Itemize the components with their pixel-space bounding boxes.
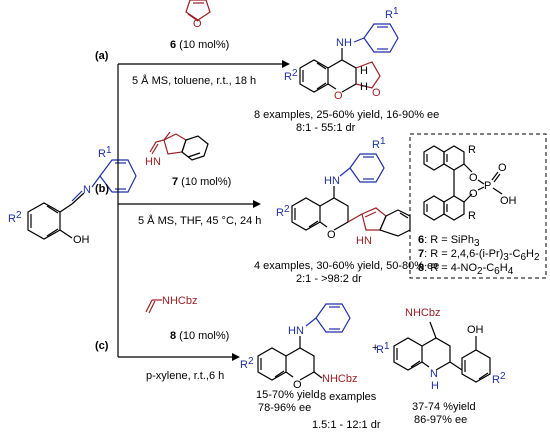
route-c-r2-2: R2 <box>492 371 506 386</box>
enecarbamate-reagent: NHCbz <box>145 295 197 314</box>
vinylindole-reagent: HN <box>145 131 209 168</box>
dihydrofuran-o: O <box>193 18 202 30</box>
route-c-ring-n: N <box>430 368 438 380</box>
route-c-ring-o: O <box>293 379 302 391</box>
route-b-indole-hn: HN <box>356 235 372 247</box>
route-c-nhcbz-2: NHCbz <box>405 307 440 319</box>
route-a-product: O O NH R1 H H R2 <box>284 6 399 102</box>
route-b-tag: (b) <box>95 183 109 195</box>
route-c-r2-1: R2 <box>240 356 254 371</box>
dihydrofuran-reagent: O <box>185 0 211 30</box>
route-b-r2: R2 <box>276 204 290 219</box>
route-b-conditions: 5 Å MS, THF, 45 °C, 24 h <box>138 214 261 227</box>
route-c-ring-h: H <box>431 380 439 392</box>
catalyst-legend-6: 6: R = SiPh3 <box>418 234 480 249</box>
catalyst-p: P <box>484 180 491 192</box>
route-b-r1: R1 <box>372 136 386 151</box>
route-a-furan-o: O <box>372 87 381 99</box>
vinylindole-hn: HN <box>145 156 161 168</box>
route-a-reagent: 6 (10 mol%) <box>170 39 229 51</box>
route-c-product-1: O HN NHCbz R2 <box>240 303 357 391</box>
route-a-result-line1: 8 examples, 25-60% yield, 16-90% ee <box>254 109 439 121</box>
route-a-h2: H <box>360 81 368 93</box>
route-c-tag: (c) <box>95 340 109 352</box>
route-c-ee-2: 86-97% ee <box>414 414 467 426</box>
route-b-result-line2: 2:1 - >98:2 dr <box>296 273 362 285</box>
catalyst-o-double: O <box>498 162 507 174</box>
r2-label: R2 <box>8 210 22 225</box>
route-a-r2: R2 <box>284 68 298 83</box>
route-a-r1: R1 <box>385 6 399 21</box>
route-c-r1-2: R1 <box>376 341 390 356</box>
route-b-product: O HN R1 R2 HN <box>276 136 411 247</box>
imine-n-label: N <box>83 184 91 196</box>
catalyst-structure: R R O O P O OH <box>423 144 517 222</box>
route-c-yield-1: 15-70% yield <box>256 389 320 401</box>
route-a-ring-o: O <box>334 90 343 102</box>
route-c-yield-2: 37-74 %yield <box>412 401 476 413</box>
route-c-ee-1: 78-96% ee <box>258 402 311 414</box>
route-c-hn: HN <box>288 325 304 337</box>
catalyst-oh: OH <box>500 195 517 207</box>
hydroxyl-label: OH <box>73 234 90 246</box>
route-b-ring-o: O <box>327 229 336 241</box>
route-c-reagent: 8 (10 mol%) <box>170 330 229 342</box>
route-b-reagent: 7 (10 mol%) <box>172 176 231 188</box>
route-b-result-line1: 4 examples, 30-60% yield, 50-80% ee <box>254 260 439 272</box>
route-a-result-line2: 8:1 - 55:1 dr <box>296 122 356 134</box>
catalyst-r-top: R <box>468 144 476 156</box>
route-c-product-2: NHCbz N H R1 OH R2 <box>376 307 506 392</box>
catalyst-legend-8: 8: R = 4-NO2-C6H4 <box>418 262 514 277</box>
catalyst-o1: O <box>469 172 478 184</box>
route-a-conditions: 5 Å MS, toluene, r.t., 18 h <box>132 74 256 87</box>
route-a-tag: (a) <box>95 50 109 62</box>
route-a-nh: NH <box>336 37 352 49</box>
starting-imine: OH R2 N R1 <box>8 145 137 246</box>
r1-label: R1 <box>98 145 112 160</box>
route-c-examples: 8 examples <box>320 391 377 403</box>
route-b-hn: HN <box>324 175 340 187</box>
route-c-oh: OH <box>467 324 484 336</box>
enecarbamate-label: NHCbz <box>162 295 197 307</box>
aniline-ring <box>99 159 137 193</box>
plus-sign: + <box>372 342 378 354</box>
catalyst-legend-7: 7: R = 2,4,6-(i-Pr)3-C6H2 <box>418 248 540 263</box>
phenol-ring <box>27 202 61 240</box>
catalyst-r-bottom: R <box>468 210 476 222</box>
route-c-nhcbz-1: NHCbz <box>322 373 357 385</box>
route-c-dr: 1.5:1 - 12:1 dr <box>312 419 381 431</box>
route-a-h1: H <box>360 65 368 77</box>
route-c-conditions: p-xylene, r.t.,6 h <box>146 370 224 382</box>
catalyst-o2: O <box>469 188 478 200</box>
